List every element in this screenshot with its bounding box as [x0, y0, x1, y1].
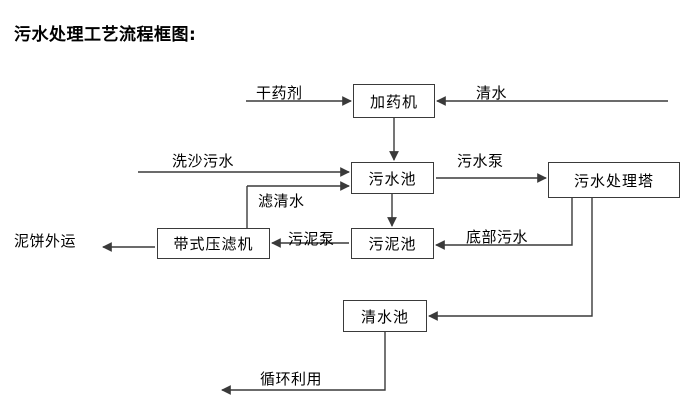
- edge-label-wastewater-pump: 污水泵: [457, 152, 504, 170]
- node-belt-filter-press[interactable]: 带式压滤机: [157, 228, 270, 259]
- node-label: 清水池: [360, 307, 409, 326]
- node-clear-water-pool[interactable]: 清水池: [343, 300, 427, 332]
- node-wastewater-pool[interactable]: 污水池: [351, 162, 434, 194]
- edge-label-sand-wash-water: 洗沙污水: [172, 152, 235, 170]
- edge-label-dry-chemical: 干药剂: [256, 84, 303, 102]
- node-sludge-pool[interactable]: 污泥池: [351, 228, 434, 259]
- edge-tower-to-clear-water-pool: [428, 198, 593, 321]
- node-label: 污水处理塔: [573, 171, 654, 190]
- edge-bottom-wastewater-to-sludge-pool: [435, 198, 573, 250]
- edge-label-filtered-water: 滤清水: [258, 192, 305, 210]
- edge-label-clean-water: 清水: [476, 84, 508, 102]
- node-dosing-machine[interactable]: 加药机: [353, 84, 435, 118]
- edge-label-bottom-wastewater: 底部污水: [466, 228, 529, 246]
- edge-label-recycle-reuse: 循环利用: [260, 370, 323, 388]
- node-label: 污水池: [368, 169, 417, 188]
- page-title: 污水处理工艺流程框图:: [14, 25, 197, 45]
- node-label: 带式压滤机: [173, 235, 254, 253]
- edge-label-sludge-pump: 污泥泵: [288, 230, 335, 248]
- node-label: 污泥池: [368, 235, 417, 253]
- edge-clear-water-recycle: [221, 332, 386, 395]
- terminal-label-mud-cake-out: 泥饼外运: [14, 232, 77, 250]
- node-treatment-tower[interactable]: 污水处理塔: [548, 162, 680, 198]
- node-label: 加药机: [369, 92, 418, 111]
